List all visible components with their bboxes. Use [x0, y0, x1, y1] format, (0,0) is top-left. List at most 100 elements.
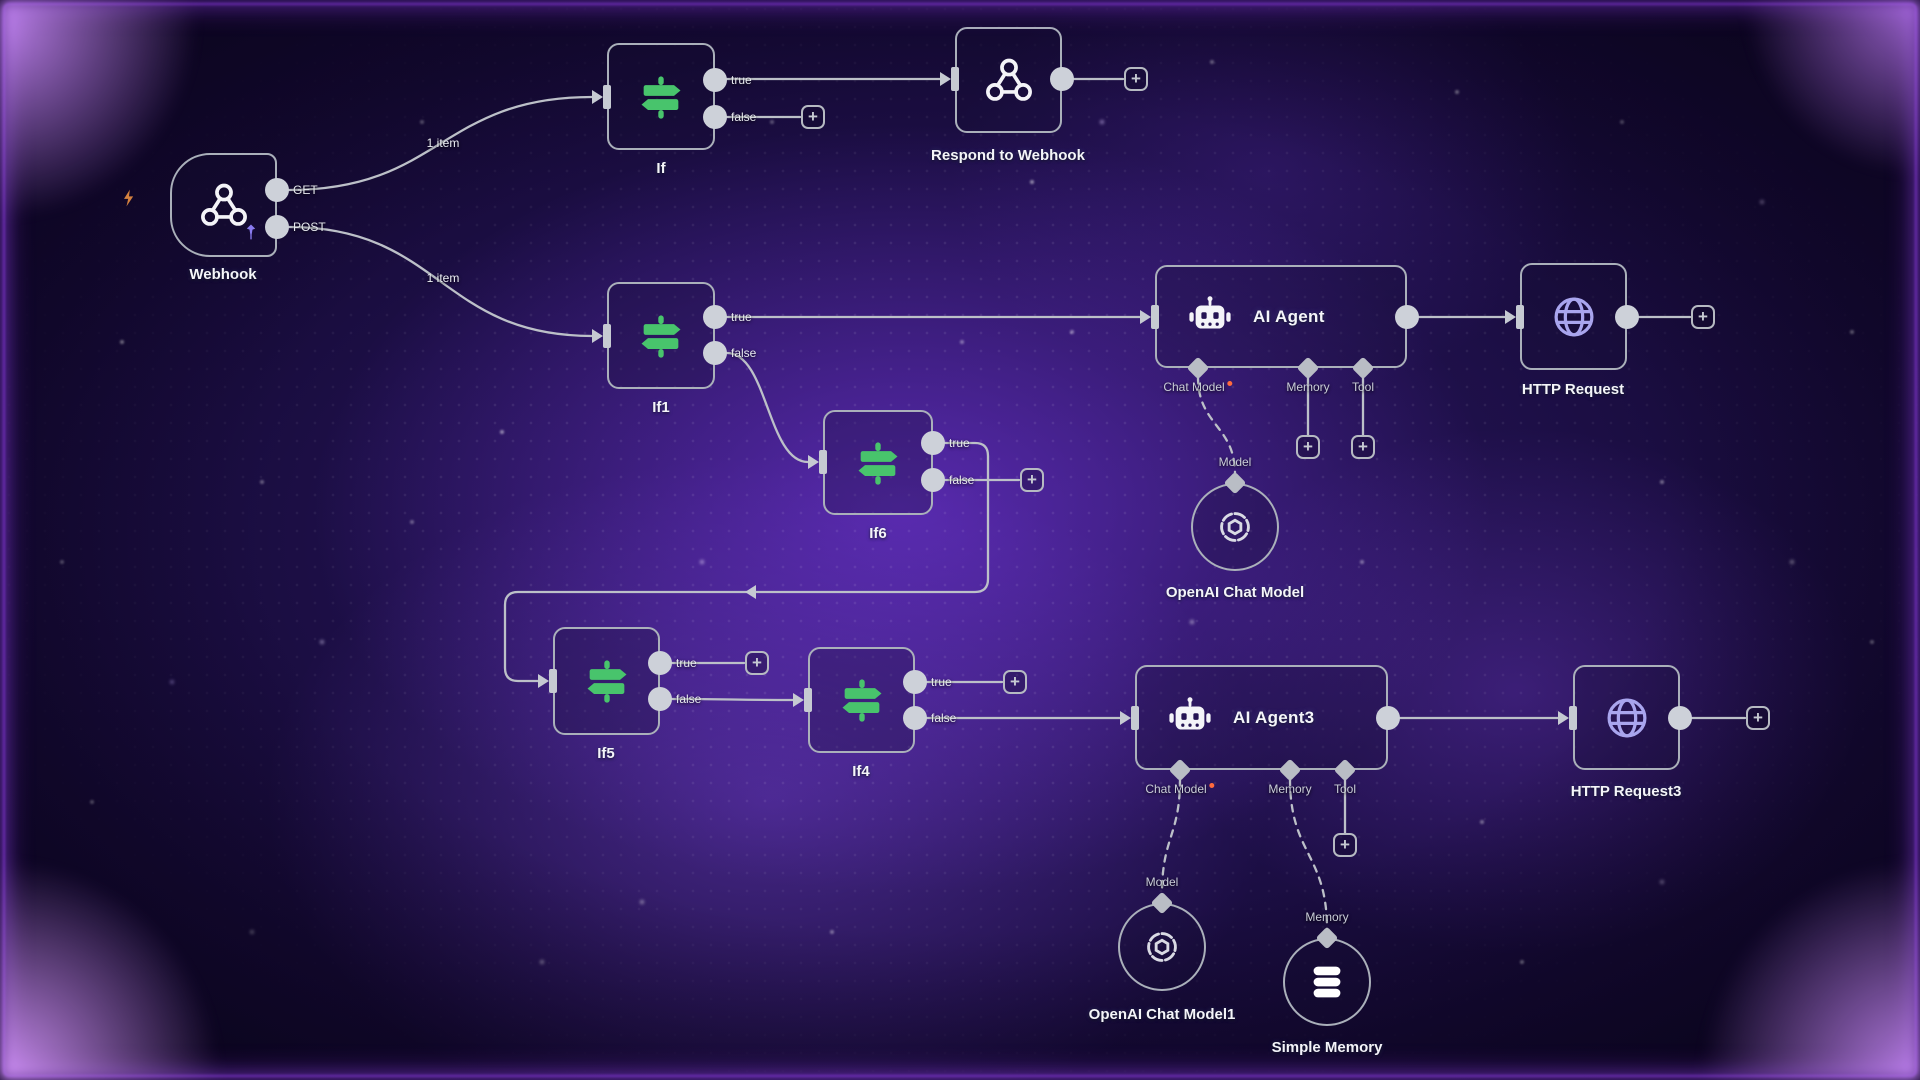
add-node-plus-button[interactable] — [1003, 670, 1027, 694]
globe-icon — [1601, 692, 1653, 744]
add-node-plus-button[interactable] — [1020, 468, 1044, 492]
output-port[interactable] — [903, 706, 927, 730]
sub-port-label-text: Chat Model — [1145, 782, 1207, 796]
node-label-http-request: HTTP Request — [1521, 381, 1625, 398]
connection-items-label: 1 item — [426, 136, 460, 150]
if-icon — [581, 655, 633, 707]
node-if4[interactable] — [808, 647, 915, 753]
output-port-label: false — [931, 711, 957, 725]
sub-port-label: Model — [1145, 875, 1179, 889]
output-port-label: true — [676, 656, 697, 670]
output-port-label: true — [731, 310, 752, 324]
add-node-plus-button[interactable] — [745, 651, 769, 675]
node-openai-chat-model[interactable] — [1191, 483, 1279, 571]
sub-port-label: Tool — [1334, 782, 1356, 796]
add-node-plus-button[interactable] — [1746, 706, 1770, 730]
input-arrow-icon — [940, 72, 951, 86]
input-arrow-icon — [1558, 711, 1569, 725]
output-port-label: false — [949, 473, 975, 487]
node-label-if4: If4 — [852, 763, 870, 780]
node-ai-agent[interactable]: AI Agent — [1155, 265, 1407, 368]
node-if6[interactable] — [823, 410, 933, 515]
robot-icon — [1167, 695, 1213, 741]
output-port[interactable] — [703, 68, 727, 92]
sub-port-label: Memory — [1305, 910, 1349, 924]
input-port-bar — [1569, 706, 1577, 730]
output-port-label: true — [731, 73, 752, 87]
output-port[interactable] — [648, 651, 672, 675]
input-port-bar — [603, 85, 611, 109]
output-port[interactable] — [1615, 305, 1639, 329]
input-arrow-icon — [538, 674, 549, 688]
output-port[interactable] — [265, 215, 289, 239]
node-label-simple-memory: Simple Memory — [1271, 1039, 1383, 1056]
output-port[interactable] — [921, 431, 945, 455]
output-port[interactable] — [648, 687, 672, 711]
output-port-label: true — [931, 675, 952, 689]
output-port[interactable] — [1376, 706, 1400, 730]
node-if1[interactable] — [607, 282, 715, 389]
node-simple-memory[interactable] — [1283, 938, 1371, 1026]
sub-port-label-text: Memory — [1268, 782, 1312, 796]
connection-ai-agent3-memory-to-simple-memory[interactable] — [1288, 777, 1329, 931]
node-label-webhook: Webhook — [189, 266, 257, 283]
globe-icon — [1548, 291, 1600, 343]
add-node-plus-button[interactable] — [1691, 305, 1715, 329]
output-port[interactable] — [265, 178, 289, 202]
input-port-bar — [549, 669, 557, 693]
if-icon — [836, 674, 888, 726]
node-label-http-request3: HTTP Request3 — [1570, 783, 1682, 800]
output-port-label: false — [731, 110, 757, 124]
required-dot-icon — [1209, 783, 1215, 788]
sub-port-label-text: Tool — [1351, 380, 1375, 394]
if-icon — [635, 310, 687, 362]
input-port-bar — [1131, 706, 1139, 730]
input-port-bar — [804, 688, 812, 712]
node-if5[interactable] — [553, 627, 660, 735]
output-port[interactable] — [921, 468, 945, 492]
sub-port-label: Memory — [1268, 782, 1311, 796]
input-arrow-icon — [808, 455, 819, 469]
output-port-label: POST — [293, 220, 326, 234]
node-respond-to-webhook[interactable] — [955, 27, 1062, 133]
output-port-label: false — [676, 692, 702, 706]
node-openai-chat-model1[interactable] — [1118, 903, 1206, 991]
add-node-plus-button[interactable] — [1296, 435, 1320, 459]
output-port[interactable] — [703, 341, 727, 365]
add-node-plus-button[interactable] — [1124, 67, 1148, 91]
input-arrow-icon — [793, 693, 804, 707]
input-arrow-icon — [592, 329, 603, 343]
node-label-if1: If1 — [652, 399, 670, 416]
input-arrow-icon — [1505, 310, 1516, 324]
db-icon — [1304, 959, 1350, 1005]
add-node-plus-button[interactable] — [1351, 435, 1375, 459]
node-label-openai-chat-model1: OpenAI Chat Model1 — [1088, 1006, 1236, 1023]
output-port[interactable] — [703, 105, 727, 129]
node-if[interactable] — [607, 43, 715, 150]
connection-if1-false-to-if6[interactable] — [725, 351, 810, 464]
output-port[interactable] — [903, 670, 927, 694]
output-port-label: GET — [293, 183, 318, 197]
node-http-request3[interactable] — [1573, 665, 1680, 770]
output-port[interactable] — [1395, 305, 1419, 329]
node-label-respond-to-webhook: Respond to Webhook — [931, 147, 1085, 164]
output-port[interactable] — [1050, 67, 1074, 91]
robot-icon — [1187, 294, 1233, 340]
node-label-if5: If5 — [597, 745, 615, 762]
output-port[interactable] — [1668, 706, 1692, 730]
input-port-bar — [1151, 305, 1159, 329]
openai-icon — [1212, 504, 1258, 550]
add-node-plus-button[interactable] — [1333, 833, 1357, 857]
input-arrow-icon — [592, 90, 603, 104]
sub-port-label-text: Memory — [1286, 380, 1330, 394]
output-port[interactable] — [703, 305, 727, 329]
node-http-request[interactable] — [1520, 263, 1627, 370]
pin-icon — [241, 222, 261, 242]
output-port-label: true — [949, 436, 970, 450]
input-port-bar — [1516, 305, 1524, 329]
node-ai-agent3[interactable]: AI Agent3 — [1135, 665, 1388, 770]
required-dot-icon — [1227, 381, 1233, 386]
sub-port-label-text: Tool — [1333, 782, 1357, 796]
add-node-plus-button[interactable] — [801, 105, 825, 129]
